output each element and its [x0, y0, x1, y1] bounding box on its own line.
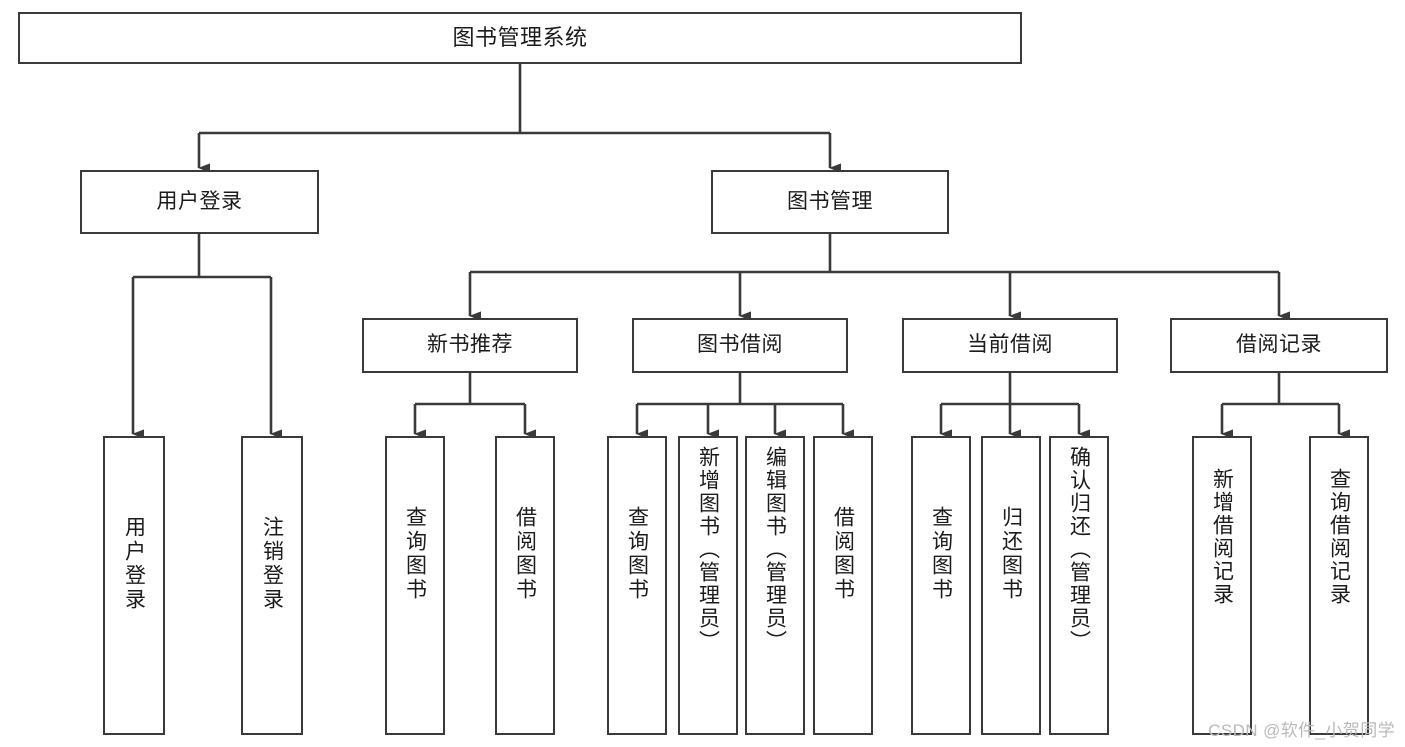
node-borrow-record[interactable]: 借阅记录 — [1170, 318, 1388, 373]
leaf-user-login-logout[interactable]: 注销登录 — [241, 436, 303, 735]
node-label: 归还图书 — [999, 506, 1023, 602]
node-label: 图书借阅 — [697, 333, 783, 357]
node-root-system[interactable]: 图书管理系统 — [18, 12, 1022, 64]
node-current-borrow[interactable]: 当前借阅 — [902, 318, 1118, 373]
leaf-borrow-record-query[interactable]: 查询借阅记录 — [1309, 436, 1369, 735]
leaf-book-borrow-edit[interactable]: 编辑图书（管理员） — [745, 436, 805, 735]
leaf-book-borrow-add[interactable]: 新增图书（管理员） — [678, 436, 738, 735]
node-label: 编辑图书（管理员） — [763, 446, 787, 653]
node-user-login[interactable]: 用户登录 — [80, 170, 319, 234]
leaf-book-borrow-borrow[interactable]: 借阅图书 — [813, 436, 873, 735]
node-new-book-recommend[interactable]: 新书推荐 — [362, 318, 578, 373]
leaf-new-book-borrow[interactable]: 借阅图书 — [495, 436, 555, 735]
node-label: 用户登录 — [156, 189, 243, 213]
node-label: 注销登录 — [260, 516, 284, 612]
node-label: 查询借阅记录 — [1327, 468, 1351, 606]
leaf-new-book-query[interactable]: 查询图书 — [385, 436, 445, 735]
node-label: 图书管理 — [787, 189, 873, 213]
node-label: 查询图书 — [929, 506, 953, 602]
node-label: 新书推荐 — [427, 333, 513, 357]
node-label: 图书管理系统 — [452, 25, 588, 51]
node-label: 查询图书 — [403, 506, 427, 602]
node-label: 借阅图书 — [513, 506, 537, 602]
watermark-text: CSDN @软件_小贺同学 — [1208, 721, 1395, 740]
node-label: 查询图书 — [625, 506, 649, 602]
leaf-book-borrow-query[interactable]: 查询图书 — [607, 436, 667, 735]
node-book-borrow[interactable]: 图书借阅 — [632, 318, 848, 373]
leaf-current-borrow-confirm[interactable]: 确认归还（管理员） — [1049, 436, 1109, 735]
leaf-borrow-record-add[interactable]: 新增借阅记录 — [1192, 436, 1252, 735]
node-label: 确认归还（管理员） — [1067, 446, 1091, 653]
leaf-user-login-login[interactable]: 用户登录 — [103, 436, 165, 735]
node-label: 当前借阅 — [967, 333, 1053, 357]
node-label: 新增图书（管理员） — [696, 446, 720, 653]
node-label: 新增借阅记录 — [1210, 468, 1234, 606]
leaf-current-borrow-return[interactable]: 归还图书 — [981, 436, 1041, 735]
node-label: 用户登录 — [122, 516, 146, 612]
leaf-current-borrow-query[interactable]: 查询图书 — [911, 436, 971, 735]
node-label: 借阅记录 — [1236, 333, 1322, 357]
node-label: 借阅图书 — [831, 506, 855, 602]
node-book-management[interactable]: 图书管理 — [711, 170, 949, 234]
